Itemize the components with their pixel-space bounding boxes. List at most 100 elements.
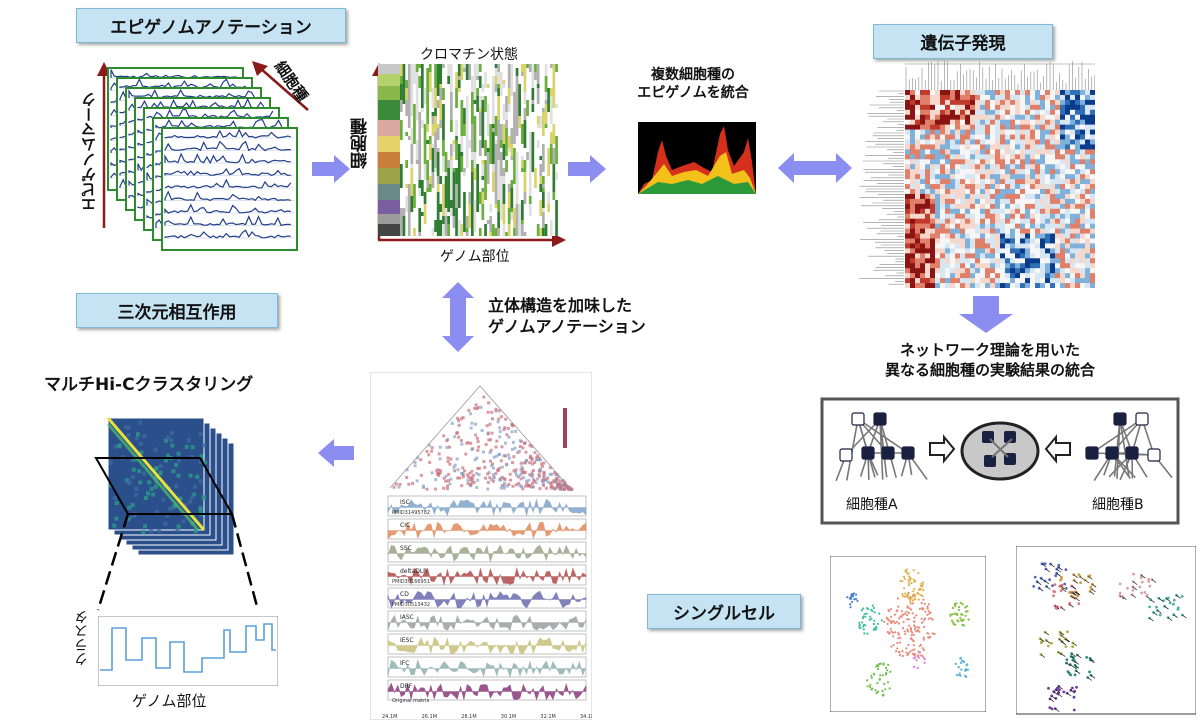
integration-line2: エピゲノムを統合: [637, 85, 749, 102]
chromatin-legend-swatch: [378, 136, 400, 152]
track-tick-label: 26.1M: [422, 714, 437, 720]
cluster-plot-frame: [98, 616, 278, 686]
track-footer: Original matrix: [392, 698, 429, 704]
arrow-to-integration: [568, 155, 606, 183]
arrow-down-to-network: [959, 296, 1013, 333]
tsne-cluster: [954, 656, 969, 678]
network-label: ネットワーク理論を用いた 異なる細胞種の実験結果の統合: [840, 341, 1140, 380]
chromatin-legend-swatch: [378, 224, 400, 236]
velocity-group: [1059, 573, 1097, 600]
chromatin-genome-axis-label: ゲノム部位: [440, 249, 510, 265]
track-label: CD: [400, 591, 409, 598]
network-line1: ネットワーク理論を用いた: [899, 341, 1080, 359]
three-d-interaction-title: 三次元相互作用: [76, 293, 278, 328]
track-cd: CD PMID30513432: [387, 587, 587, 609]
tsne-cluster: [899, 568, 925, 605]
arrow-to-multi-hic: [318, 439, 354, 467]
chromatin-celltype-axis-label: 細胞種: [351, 118, 371, 169]
double-arrow-integration-expression: [778, 153, 852, 183]
hic-genome-axis-label: ゲノム部位: [132, 692, 207, 710]
track-label: CIC: [400, 522, 410, 529]
track-tick-label: 28.1M: [461, 714, 476, 720]
tsne-cluster: [912, 651, 926, 670]
track-isc: ISC PMID31495782: [387, 495, 587, 517]
structure-line2: ゲノムアノテーション: [488, 316, 646, 336]
cluster-axis-label: クラスタ: [74, 610, 90, 666]
track-ifc: IFC: [387, 656, 587, 678]
multi-hic-title: マルチHi-Cクラスタリング: [44, 375, 254, 395]
track-label: IESC: [400, 637, 414, 644]
network-node: [881, 446, 895, 460]
cell-type-b-label: 細胞種B: [1092, 497, 1144, 513]
track-iasc: IASC: [387, 610, 587, 632]
network-left-arrow: [1044, 434, 1071, 464]
velocity-group: [1065, 652, 1096, 681]
chromatin-legend-swatch: [378, 86, 400, 100]
chromatin-legend-swatch: [378, 214, 400, 224]
track-pmid: PMID30166951: [392, 579, 430, 585]
integrated-node: [1004, 431, 1016, 443]
single-cell-title: シングルセル: [647, 594, 801, 629]
track-tick-label: 34.1M: [580, 714, 592, 720]
chromatin-state-heatmap: [378, 64, 558, 236]
track-label: IASC: [400, 614, 414, 621]
velocity-frame: [1016, 546, 1196, 715]
network-node: [1125, 446, 1139, 460]
tsne-cluster: [846, 592, 859, 609]
projection-line-left: [96, 513, 130, 611]
epigenome-annotation-title: エピゲノムアノテーション: [76, 8, 346, 43]
chromatin-legend-swatch: [378, 120, 400, 136]
track-tick-label: 30.1M: [501, 714, 516, 720]
track-cic: CIC: [387, 518, 587, 540]
track-drf: DRF: [387, 679, 587, 701]
expression-column-dendrogram: [905, 60, 1095, 90]
integrated-node: [984, 455, 996, 467]
network-node: [861, 446, 875, 460]
chromatin-legend-swatch: [378, 168, 400, 184]
cluster-step-plot: [98, 616, 278, 686]
epigenome-track-stack: [107, 67, 298, 251]
network-diagram: [820, 397, 1180, 525]
tsne-cluster: [949, 601, 970, 627]
tsne-cluster: [858, 604, 883, 635]
double-arrow-vertical: [442, 282, 474, 352]
track-pmid: PMID31495782: [392, 510, 430, 516]
chromatin-state-title: クロマチン状態: [420, 47, 518, 63]
gene-expression-heatmap: [905, 90, 1095, 288]
expression-row-dendrogram: [859, 90, 904, 285]
chromatin-legend-swatch: [378, 74, 400, 86]
velocity-group: [1038, 630, 1078, 658]
integration-peaks-green: [638, 176, 756, 194]
integrated-epigenome-plot: [638, 122, 756, 194]
track-label: SSC: [400, 545, 412, 552]
track-label: ISC: [400, 499, 410, 506]
network-node: [1113, 412, 1127, 426]
chromatin-legend-swatch: [378, 200, 400, 214]
chromatin-legend-swatch: [378, 184, 400, 200]
single-cell-tsne-plot: [830, 556, 986, 712]
chromatin-legend-swatch: [378, 152, 400, 168]
integration-line1: 複数細胞種の: [651, 67, 735, 83]
integration-label: 複数細胞種の エピゲノムを統合: [612, 66, 774, 102]
cell-type-a-graph: [835, 412, 928, 482]
network-line2: 異なる細胞種の実験結果の統合: [884, 360, 1095, 379]
chromatin-legend-swatch: [378, 64, 400, 74]
network-node: [1105, 446, 1119, 460]
network-node: [873, 412, 887, 426]
network-node: [851, 412, 865, 426]
cluster-step-line: [100, 623, 276, 673]
track-tick-label: 24.1M: [382, 714, 397, 720]
velocity-group: [1148, 593, 1187, 622]
network-node: [901, 446, 915, 460]
track-iesc: IESC: [387, 633, 587, 655]
cell-type-a-label: 細胞種A: [846, 497, 898, 513]
chromatin-x-arrow: [378, 233, 566, 247]
structure-line1: 立体構造を加味した: [488, 296, 633, 315]
gene-expression-title: 遺伝子発現: [873, 24, 1053, 59]
track-pmid: PMID30513432: [392, 602, 430, 608]
cell-type-b-graph: [1085, 412, 1173, 482]
epigenome-celltype-arrow: [252, 61, 309, 111]
hic-colorbar: [563, 408, 567, 448]
